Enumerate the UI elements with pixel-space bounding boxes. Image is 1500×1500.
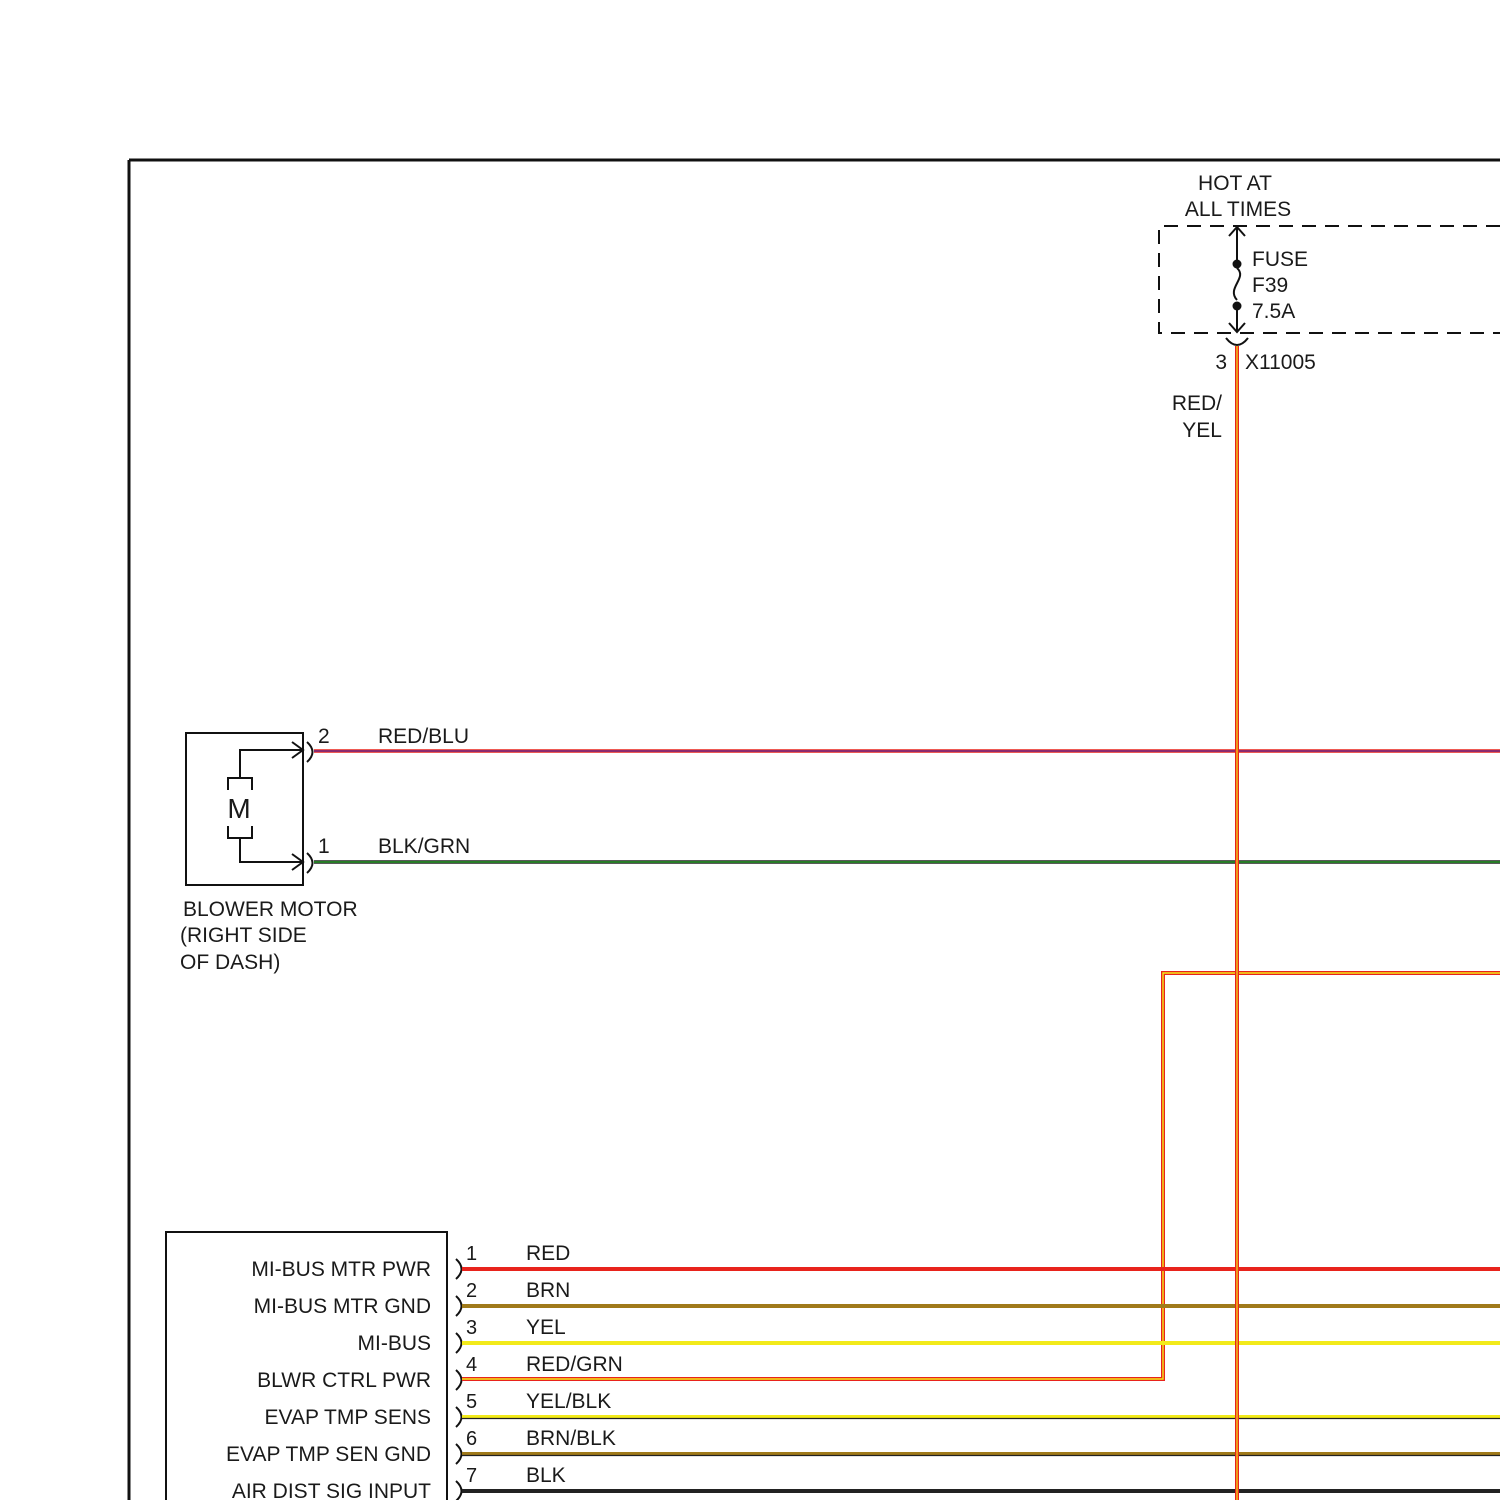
power-source: HOT AT ALL TIMES FUSE F39 7.5A 3 X11005 … (1159, 172, 1500, 442)
motor-pin-2-number: 2 (318, 725, 330, 748)
module-pin-label: MI-BUS MTR PWR (251, 1258, 431, 1281)
module-wire-color-label: RED/GRN (526, 1353, 623, 1376)
module-pin-number: 6 (466, 1428, 477, 1450)
connector-x11005-symbol (1226, 338, 1248, 345)
module-wire-color-label: RED (526, 1242, 570, 1265)
module-pin-number: 1 (466, 1243, 477, 1265)
module-pin-label: MI-BUS MTR GND (254, 1295, 431, 1318)
motor-wire-blk-grn-label: BLK/GRN (378, 835, 470, 858)
module-pin-connector (456, 1481, 462, 1500)
fuse-label: FUSE (1252, 248, 1308, 271)
module-pin-label: EVAP TMP SEN GND (226, 1443, 431, 1466)
fuse-block-outline (1159, 226, 1500, 333)
motor-brush-bottom (228, 826, 252, 838)
module-pin-label: AIR DIST SIG INPUT (232, 1480, 431, 1500)
module-wire-color-label: YEL (526, 1316, 566, 1339)
connector-pin-3: 3 (1215, 351, 1227, 374)
blower-motor: M 2 1 RED/BLU BLK/GRN BLOWER MOTOR (RIGH… (180, 725, 470, 974)
motor-brush-top (228, 778, 252, 790)
motor-pin-1-number: 1 (318, 835, 330, 858)
module-pin-label: EVAP TMP SENS (264, 1406, 431, 1429)
module-pin-connector (456, 1444, 462, 1464)
fuse-id: F39 (1252, 274, 1288, 297)
all-times-label: ALL TIMES (1185, 198, 1291, 221)
module-pin-connector (456, 1407, 462, 1427)
blower-motor-name-line2: (RIGHT SIDE (180, 924, 307, 947)
feed-wire-color-line2: YEL (1182, 419, 1222, 442)
control-module-rows: MI-BUS MTR PWR 1 RED MI-BUS MTR GND 2 BRN MI-B… (226, 1242, 623, 1500)
module-pin-number: 4 (466, 1354, 477, 1376)
module-pin-connector (456, 1259, 462, 1279)
wires (314, 346, 1500, 1500)
fuse-symbol (1229, 227, 1245, 332)
module-wire-color-label: BRN (526, 1279, 570, 1302)
control-module: MI-BUS MTR PWR 1 RED MI-BUS MTR GND 2 BRN MI-B… (166, 1232, 623, 1500)
module-pin-number: 5 (466, 1391, 477, 1413)
blower-motor-name-line1: BLOWER MOTOR (183, 898, 358, 921)
module-pin-number: 7 (466, 1465, 477, 1487)
wire-red-grn-branch (462, 973, 1500, 1379)
motor-pin-2-connector (307, 742, 313, 762)
module-pin-label: BLWR CTRL PWR (257, 1369, 431, 1392)
module-pin-connector (456, 1370, 462, 1390)
motor-pin-1-connector (307, 853, 313, 873)
module-pin-number: 2 (466, 1280, 477, 1302)
wire-red-grn-branch-tracer (462, 973, 1500, 1379)
module-pin-label: MI-BUS (358, 1332, 432, 1355)
feed-wire-color-line1: RED/ (1172, 392, 1222, 415)
module-wire-color-label: YEL/BLK (526, 1390, 611, 1413)
module-wire-color-label: BLK (526, 1464, 566, 1487)
module-pin-connector (456, 1333, 462, 1353)
hot-at-label: HOT AT (1198, 172, 1272, 195)
fuse-rating: 7.5A (1252, 300, 1295, 323)
module-pin-number: 3 (466, 1317, 477, 1339)
connector-id: X11005 (1245, 351, 1316, 374)
module-wire-color-label: BRN/BLK (526, 1427, 616, 1450)
motor-symbol-m: M (227, 793, 250, 824)
blower-motor-name-line3: OF DASH) (180, 951, 280, 974)
module-pin-connector (456, 1296, 462, 1316)
motor-wire-red-blu-label: RED/BLU (378, 725, 469, 748)
